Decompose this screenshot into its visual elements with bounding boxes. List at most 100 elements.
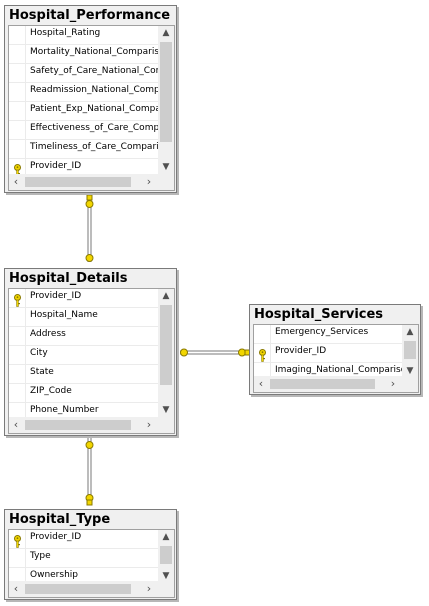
- column-row[interactable]: Hospital_Name: [9, 308, 158, 327]
- row-selector[interactable]: [9, 159, 26, 177]
- relationship-key-icon: [85, 200, 94, 208]
- table-title: Hospital_Services: [254, 307, 384, 322]
- column-name: Mortality_National_Comparison: [30, 47, 171, 57]
- scroll-thumb[interactable]: [160, 42, 172, 142]
- row-selector[interactable]: [9, 549, 26, 567]
- column-row[interactable]: Provider_ID: [9, 530, 158, 549]
- chevron-up-icon[interactable]: ▲: [406, 327, 414, 337]
- scroll-thumb[interactable]: [25, 420, 131, 430]
- chevron-up-icon[interactable]: ▲: [162, 532, 170, 542]
- column-row[interactable]: Effectiveness_of_Care_Comparison: [9, 121, 174, 140]
- column-row[interactable]: Provider_ID: [254, 344, 402, 363]
- column-name: Effectiveness_of_Care_Comparison: [30, 123, 175, 133]
- relationship-end-icon: [85, 441, 94, 449]
- chevron-up-icon[interactable]: ▲: [162, 291, 170, 301]
- chevron-down-icon[interactable]: ▼: [162, 162, 170, 172]
- row-selector[interactable]: [9, 121, 26, 139]
- horizontal-scrollbar[interactable]: ‹ ›: [9, 581, 174, 597]
- chevron-left-icon[interactable]: ‹: [13, 582, 19, 595]
- column-row[interactable]: Patient_Exp_National_Comparison: [9, 102, 174, 121]
- row-selector[interactable]: [9, 346, 26, 364]
- key-icon: [13, 533, 22, 548]
- column-row[interactable]: Mortality_National_Comparison: [9, 45, 170, 64]
- row-selector[interactable]: [254, 363, 271, 381]
- column-row[interactable]: Provider_ID: [9, 289, 158, 308]
- table-title: Hospital_Details: [9, 271, 128, 286]
- column-row[interactable]: Timeliness_of_Care_Comparison: [9, 140, 174, 159]
- scroll-thumb[interactable]: [25, 584, 131, 594]
- horizontal-scrollbar[interactable]: ‹ ›: [254, 376, 418, 392]
- column-row[interactable]: State: [9, 365, 158, 384]
- row-selector[interactable]: [9, 289, 26, 307]
- key-icon: [258, 347, 267, 362]
- chevron-left-icon[interactable]: ‹: [13, 418, 19, 431]
- column-name: Readmission_National_Comparison: [30, 85, 175, 95]
- column-name: Provider_ID: [275, 346, 327, 356]
- column-name: Type: [30, 551, 51, 561]
- column-name: Ownership: [30, 570, 78, 580]
- column-name: Timeliness_of_Care_Comparison: [30, 142, 175, 152]
- row-selector[interactable]: [9, 365, 26, 383]
- column-row[interactable]: City: [9, 346, 158, 365]
- column-name: Hospital_Rating: [30, 28, 101, 38]
- vertical-scrollbar[interactable]: ▲ ▼: [158, 289, 174, 417]
- column-row[interactable]: Safety_of_Care_National_Comparison: [9, 64, 174, 83]
- chevron-down-icon[interactable]: ▼: [406, 366, 414, 376]
- table-title: Hospital_Performance: [9, 8, 171, 23]
- row-selector[interactable]: [9, 530, 26, 548]
- row-selector[interactable]: [9, 140, 26, 158]
- row-selector[interactable]: [9, 327, 26, 345]
- column-row[interactable]: Readmission_National_Comparison: [9, 83, 174, 102]
- column-name: Hospital_Name: [30, 310, 98, 320]
- chevron-left-icon[interactable]: ‹: [13, 175, 19, 188]
- row-selector[interactable]: [9, 102, 26, 120]
- chevron-right-icon[interactable]: ›: [390, 377, 396, 390]
- horizontal-scrollbar[interactable]: ‹ ›: [9, 174, 174, 190]
- row-selector[interactable]: [254, 344, 271, 362]
- chevron-right-icon[interactable]: ›: [146, 175, 152, 188]
- row-selector[interactable]: [9, 403, 26, 421]
- scroll-thumb[interactable]: [270, 379, 375, 389]
- chevron-right-icon[interactable]: ›: [146, 418, 152, 431]
- row-selector[interactable]: [9, 83, 26, 101]
- key-icon: [13, 292, 22, 307]
- chevron-left-icon[interactable]: ‹: [258, 377, 264, 390]
- row-selector[interactable]: [9, 64, 26, 82]
- row-selector[interactable]: [9, 308, 26, 326]
- relationship-end-icon: [85, 254, 94, 262]
- row-selector[interactable]: [9, 26, 26, 44]
- chevron-right-icon[interactable]: ›: [146, 582, 152, 595]
- vertical-scrollbar[interactable]: ▲ ▼: [158, 530, 174, 583]
- row-selector[interactable]: [254, 325, 271, 343]
- scroll-thumb[interactable]: [25, 177, 131, 187]
- row-selector[interactable]: [9, 568, 26, 586]
- relationship-key-icon: [238, 348, 246, 357]
- scroll-thumb[interactable]: [404, 341, 416, 359]
- column-row[interactable]: Type: [9, 549, 158, 568]
- scroll-thumb[interactable]: [160, 546, 172, 564]
- column-name: Safety_of_Care_National_Comparison: [30, 66, 174, 76]
- column-name: State: [30, 367, 54, 377]
- column-row[interactable]: Emergency_Services: [254, 325, 402, 344]
- column-row[interactable]: Address: [9, 327, 158, 346]
- vertical-scrollbar[interactable]: ▲ ▼: [158, 26, 174, 174]
- horizontal-scrollbar[interactable]: ‹ ›: [9, 417, 174, 433]
- row-selector[interactable]: [9, 384, 26, 402]
- scroll-thumb[interactable]: [160, 305, 172, 385]
- column-row[interactable]: ZIP_Code: [9, 384, 158, 403]
- table-hospital-details[interactable]: Hospital_Details Provider_ID Hospital_Nam…: [4, 268, 177, 436]
- chevron-down-icon[interactable]: ▼: [162, 405, 170, 415]
- vertical-scrollbar[interactable]: ▲ ▼: [402, 325, 418, 378]
- column-row[interactable]: Hospital_Rating: [9, 26, 158, 45]
- chevron-up-icon[interactable]: ▲: [162, 28, 170, 38]
- chevron-down-icon[interactable]: ▼: [162, 571, 170, 581]
- row-selector[interactable]: [9, 45, 26, 63]
- column-name: ZIP_Code: [30, 386, 72, 396]
